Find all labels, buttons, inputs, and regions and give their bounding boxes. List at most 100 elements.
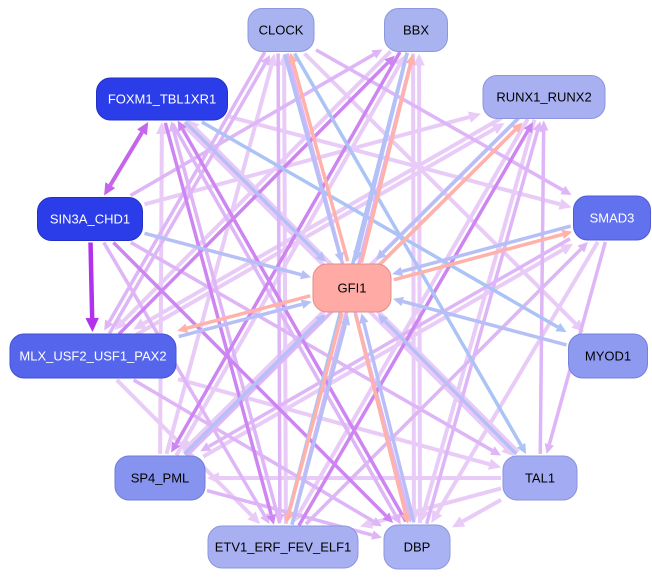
arrowhead	[288, 52, 298, 64]
arrowhead	[177, 120, 187, 132]
node-smad3[interactable]: SMAD3	[573, 195, 651, 241]
node-sin3a[interactable]: SIN3A_CHD1	[37, 197, 143, 241]
arrowhead	[555, 322, 567, 333]
arrowhead	[359, 313, 369, 325]
arrowhead	[300, 299, 312, 309]
node-sp4[interactable]: SP4_PML	[114, 455, 206, 501]
node-foxm1[interactable]: FOXM1_TBL1XR1	[96, 77, 228, 121]
arrowhead	[104, 182, 116, 196]
node-shape[interactable]	[502, 455, 578, 501]
edge-sin3a-bbx	[129, 49, 383, 198]
arrowhead	[382, 512, 394, 523]
arrowhead	[200, 442, 212, 452]
edge-etv1-smad3	[304, 242, 588, 526]
edge-foxm1-gfi1	[183, 120, 326, 262]
node-etv1[interactable]: ETV1_ERF_FEV_ELF1	[207, 525, 359, 569]
edge-tal1-dbp	[452, 498, 502, 528]
edge-clock-mlx	[104, 51, 267, 331]
arrowhead	[538, 120, 549, 131]
edge-bbx-sp4	[171, 51, 402, 453]
edge-tal1-gfi1	[377, 314, 518, 456]
node-shape[interactable]	[384, 8, 448, 52]
node-mlx[interactable]: MLX_USF2_USF1_PAX2	[9, 333, 177, 379]
node-shape[interactable]	[247, 8, 315, 52]
arrowhead	[560, 185, 572, 195]
arrowhead	[516, 442, 527, 454]
arrowhead	[260, 54, 271, 67]
edge-smad3-sp4	[200, 237, 571, 452]
node-shape[interactable]	[96, 77, 228, 121]
arrowhead	[413, 53, 425, 66]
arrowhead	[487, 458, 501, 470]
arrowhead	[187, 119, 200, 133]
edge-clock-tal1	[293, 52, 527, 454]
node-shape[interactable]	[207, 525, 359, 569]
arrowhead	[371, 530, 382, 540]
node-gfi1[interactable]: GFI1	[312, 263, 392, 313]
arrowhead	[489, 446, 501, 456]
edge-dbp-foxm1	[177, 120, 408, 523]
arrowhead	[133, 318, 147, 330]
arrowhead	[467, 111, 481, 123]
node-runx1[interactable]: RUNX1_RUNX2	[482, 75, 606, 119]
arrowhead	[266, 513, 276, 525]
node-shape[interactable]	[573, 195, 651, 241]
arrowhead	[114, 317, 128, 330]
arrowhead	[104, 319, 114, 331]
arrowhead	[300, 270, 311, 280]
edge-sin3a-gfi1	[144, 231, 311, 280]
arrowhead	[561, 229, 573, 240]
node-shape[interactable]	[9, 333, 177, 379]
node-tal1[interactable]: TAL1	[502, 455, 578, 501]
nodes-layer: CLOCK BBX FOXM1_TBL1XR1 RUNX1_RUNX2SIN3A_CH…	[9, 8, 651, 570]
node-shape[interactable]	[568, 333, 648, 379]
arrowhead	[377, 314, 389, 325]
arrowhead	[544, 443, 554, 454]
node-myod1[interactable]: MYOD1	[568, 333, 648, 379]
arrowhead	[577, 242, 588, 253]
edge-runx1-mlx	[133, 116, 503, 330]
arrowhead	[418, 509, 430, 523]
arrowhead	[340, 314, 351, 326]
arrowhead	[384, 55, 395, 67]
arrowhead	[156, 122, 168, 135]
edge-gfi1-smad3	[393, 229, 573, 282]
arrowhead	[85, 317, 99, 332]
edge-smad3-gfi1	[392, 224, 572, 277]
arrowhead	[391, 513, 401, 525]
node-shape[interactable]	[37, 197, 143, 241]
node-shape[interactable]	[312, 263, 392, 313]
arrowhead	[370, 517, 382, 527]
edge-mlx-tal1	[177, 377, 501, 470]
edge-sin3a-dbp	[112, 241, 394, 523]
edge-dbp-gfi1	[359, 313, 416, 523]
edge-sp4-smad3	[202, 243, 573, 459]
arrowhead	[523, 122, 533, 134]
edge-clock-etv1	[275, 53, 285, 525]
arrowhead	[431, 509, 443, 523]
arrowhead	[400, 512, 411, 524]
arrowhead	[315, 251, 326, 262]
node-shape[interactable]	[383, 524, 451, 570]
edge-myod1-gfi1	[393, 296, 567, 347]
arrowhead	[171, 441, 181, 453]
edge-sin3a-tal1	[129, 240, 501, 456]
edge-foxm1-smad3	[228, 114, 572, 210]
arrowhead	[137, 122, 149, 136]
arrowhead	[559, 243, 573, 255]
edge-mlx-bbx	[117, 55, 395, 336]
arrowhead	[177, 323, 189, 333]
edge-sin3a-runx1	[143, 111, 481, 207]
arrowhead	[275, 513, 285, 525]
node-dbp[interactable]: DBP	[383, 524, 451, 570]
node-clock[interactable]: CLOCK	[247, 8, 315, 52]
edge-bbx-gfi1	[353, 52, 409, 262]
edge-gfi1-dbp	[353, 314, 411, 524]
node-shape[interactable]	[114, 455, 206, 501]
edge-gfi1-mlx	[177, 294, 311, 333]
edge-bbx-mlx	[114, 49, 393, 330]
node-shape[interactable]	[482, 75, 606, 119]
node-bbx[interactable]: BBX	[384, 8, 448, 52]
